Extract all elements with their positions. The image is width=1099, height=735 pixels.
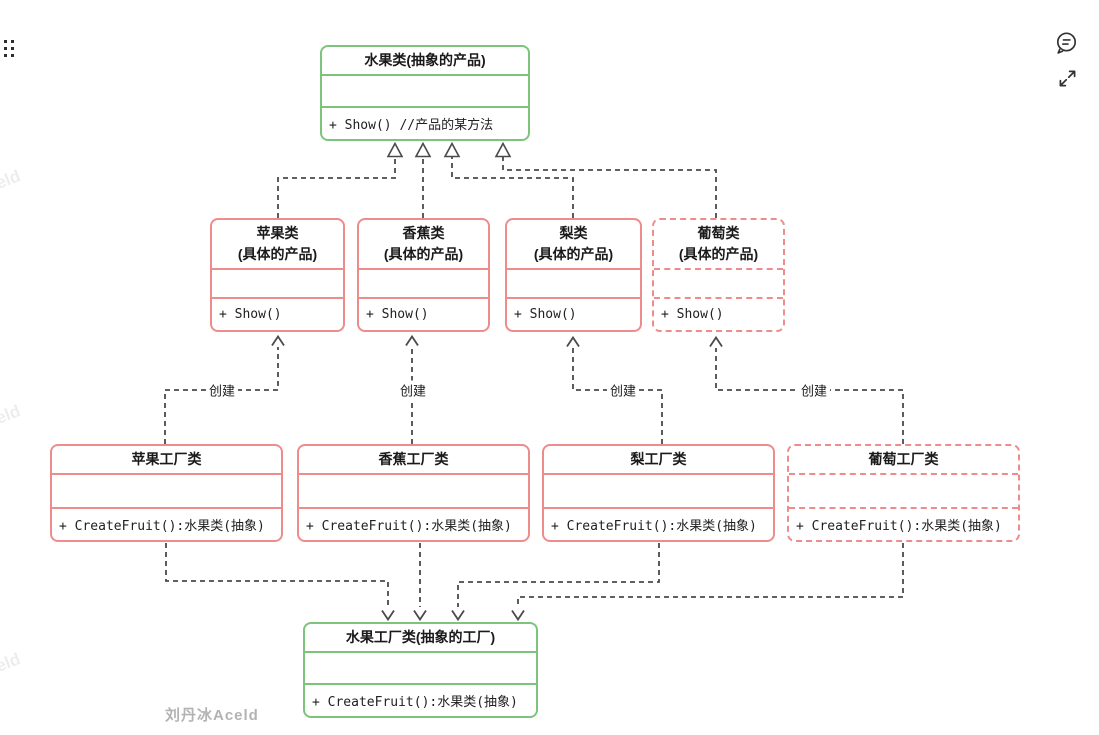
- watermark-fragment: eld: [0, 649, 23, 676]
- edge-label-create-apple: 创建: [205, 380, 239, 400]
- class-title: 水果类(抽象的产品): [364, 52, 486, 68]
- edge-grape-product-realizes-abstract-product: [494, 141, 717, 218]
- method-label: + Show(): [661, 307, 724, 322]
- attributes-compartment: [322, 76, 528, 108]
- watermark-fragment: eld: [0, 401, 23, 428]
- class-box-banana-factory: 香蕉工厂类 + CreateFruit():水果类(抽象): [297, 444, 530, 542]
- attributes-compartment: [212, 270, 343, 299]
- edge-grape-factory-to-abstract-factory: [511, 543, 904, 622]
- edge-label-create-grape: 创建: [797, 380, 831, 400]
- attributes-compartment: [654, 270, 783, 299]
- class-box-apple-factory: 苹果工厂类 + CreateFruit():水果类(抽象): [50, 444, 283, 542]
- edge-pear-product-realizes-abstract-product: [443, 141, 574, 218]
- method-label: + Show(): [219, 307, 282, 322]
- class-subtitle: (具体的产品): [533, 246, 614, 262]
- method-label: + CreateFruit():水果类(抽象): [306, 519, 512, 534]
- edge-banana-product-realizes-abstract-product: [414, 141, 432, 218]
- edge-label-create-pear: 创建: [606, 380, 640, 400]
- method-label: + Show(): [366, 307, 429, 322]
- edge-apple-factory-to-abstract-factory: [165, 543, 395, 622]
- class-subtitle: (具体的产品): [678, 246, 759, 262]
- class-title: 葡萄类: [697, 225, 740, 241]
- class-title: 香蕉工厂类: [378, 451, 449, 467]
- class-title: 香蕉类: [402, 225, 445, 241]
- method-label: + CreateFruit():水果类(抽象): [551, 519, 757, 534]
- attributes-compartment: [507, 270, 640, 299]
- comment-bubble-icon[interactable]: [1053, 30, 1079, 56]
- grip-dot: [4, 40, 7, 43]
- class-title: 苹果工厂类: [131, 451, 202, 467]
- class-box-banana-product: 香蕉类 (具体的产品) + Show(): [357, 218, 490, 332]
- attributes-compartment: [299, 475, 528, 509]
- class-box-grape-product: 葡萄类 (具体的产品) + Show(): [652, 218, 785, 332]
- expand-icon[interactable]: [1056, 67, 1082, 93]
- class-box-pear-product: 梨类 (具体的产品) + Show(): [505, 218, 642, 332]
- grip-dot: [11, 54, 14, 57]
- edge-banana-factory-to-abstract-factory: [413, 543, 427, 622]
- method-label: + CreateFruit():水果类(抽象): [59, 519, 265, 534]
- grip-dot: [11, 40, 14, 43]
- class-title: 水果工厂类(抽象的工厂): [345, 629, 496, 645]
- attributes-compartment: [359, 270, 488, 299]
- method-label: + CreateFruit():水果类(抽象): [796, 519, 1002, 534]
- grip-dot: [4, 54, 7, 57]
- attributes-compartment: [52, 475, 281, 509]
- watermark-fragment: eld: [0, 166, 23, 193]
- attributes-compartment: [305, 653, 536, 685]
- edge-pear-factory-to-abstract-factory: [451, 543, 660, 622]
- class-box-abstract-product: 水果类(抽象的产品) + Show() //产品的某方法: [320, 45, 530, 141]
- class-title: 梨类: [559, 225, 588, 241]
- class-subtitle: (具体的产品): [237, 246, 318, 262]
- class-box-abstract-factory: 水果工厂类(抽象的工厂) + CreateFruit():水果类(抽象): [303, 622, 538, 718]
- grip-dot: [4, 47, 7, 50]
- grip-dot: [11, 47, 14, 50]
- attributes-compartment: [544, 475, 773, 509]
- class-title: 苹果类: [256, 225, 299, 241]
- watermark-author: 刘丹冰Aceld: [165, 707, 259, 724]
- class-box-apple-product: 苹果类 (具体的产品) + Show(): [210, 218, 345, 332]
- class-title: 梨工厂类: [630, 451, 687, 467]
- class-title: 葡萄工厂类: [868, 451, 939, 467]
- attributes-compartment: [789, 475, 1018, 509]
- method-label: + Show() //产品的某方法: [329, 118, 494, 133]
- edge-label-create-banana: 创建: [396, 380, 430, 400]
- class-box-grape-factory: 葡萄工厂类 + CreateFruit():水果类(抽象): [787, 444, 1020, 542]
- class-subtitle: (具体的产品): [383, 246, 464, 262]
- edge-apple-product-realizes-abstract-product: [277, 141, 404, 218]
- method-label: + CreateFruit():水果类(抽象): [312, 695, 518, 710]
- class-box-pear-factory: 梨工厂类 + CreateFruit():水果类(抽象): [542, 444, 775, 542]
- method-label: + Show(): [514, 307, 577, 322]
- grip-icon[interactable]: [4, 40, 14, 57]
